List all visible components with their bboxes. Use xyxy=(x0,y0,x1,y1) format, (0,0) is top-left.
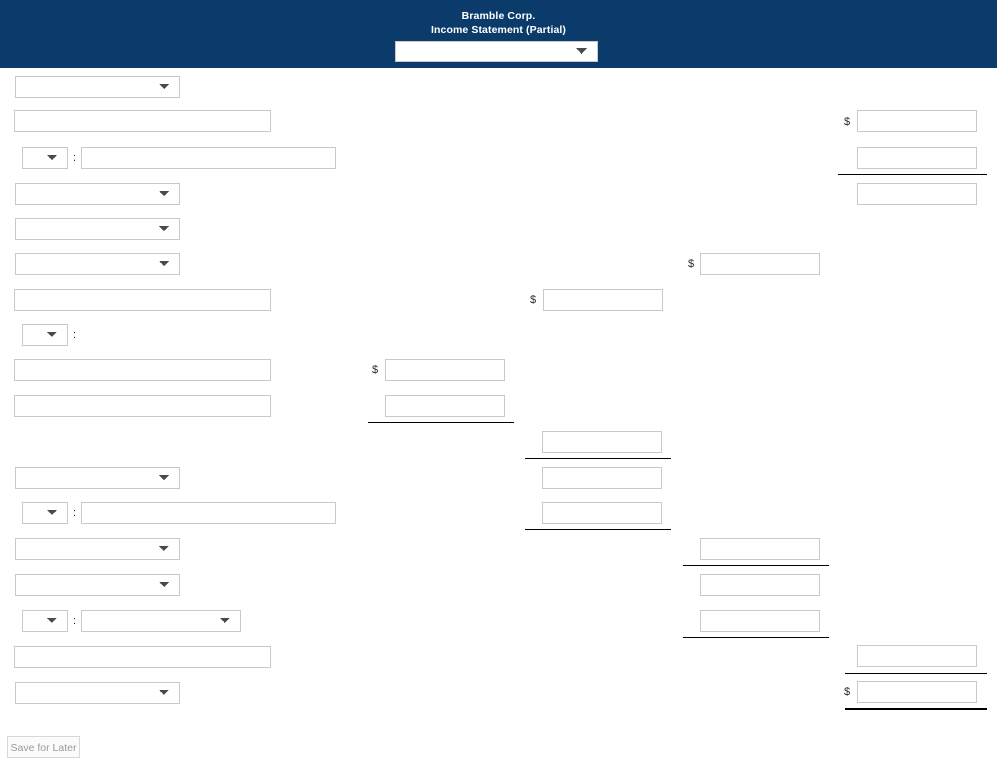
row-14-account-select[interactable] xyxy=(15,538,180,560)
row-12-amount-input[interactable] xyxy=(542,467,662,489)
row-3-prefix-select[interactable] xyxy=(22,147,68,169)
row-13-prefix-select[interactable] xyxy=(22,502,68,524)
row-10-amount-input[interactable] xyxy=(385,395,505,417)
row-3-detail-input[interactable] xyxy=(81,147,336,169)
period-select[interactable] xyxy=(395,41,598,62)
row-5-account-select[interactable] xyxy=(15,218,180,240)
row-18-account-select[interactable] xyxy=(15,682,180,704)
company-name: Bramble Corp. xyxy=(461,10,536,22)
row-16-prefix-select[interactable] xyxy=(22,610,68,632)
row-11-amount-input[interactable] xyxy=(542,431,662,453)
row-14-subtotal-rule xyxy=(683,565,829,566)
row-7-amount-input[interactable] xyxy=(543,289,663,311)
row-3-amount-input[interactable] xyxy=(857,147,977,169)
row-16-colon: : xyxy=(73,615,77,627)
row-18-dollar-sign: $ xyxy=(844,686,851,698)
row-18-total-rule xyxy=(845,708,987,710)
row-16-amount-input[interactable] xyxy=(700,610,820,632)
row-6-account-select[interactable] xyxy=(15,253,180,275)
row-8-colon: : xyxy=(73,329,77,341)
save-for-later-button[interactable]: Save for Later xyxy=(7,736,80,758)
row-6-amount-input[interactable] xyxy=(700,253,820,275)
row-16-subtotal-rule xyxy=(683,637,829,638)
row-13-amount-input[interactable] xyxy=(542,502,662,524)
row-18-amount-input[interactable] xyxy=(857,681,977,703)
row-10-label-input[interactable] xyxy=(14,395,271,417)
row-12-account-select[interactable] xyxy=(15,467,180,489)
row-17-label-input[interactable] xyxy=(14,646,271,668)
row-17-subtotal-rule xyxy=(845,673,987,674)
row-3-colon: : xyxy=(73,152,77,164)
row-2-label-input[interactable] xyxy=(14,110,271,132)
row-7-label-input[interactable] xyxy=(14,289,271,311)
row-4-amount-input[interactable] xyxy=(857,183,977,205)
row-9-amount-input[interactable] xyxy=(385,359,505,381)
row-13-detail-input[interactable] xyxy=(81,502,336,524)
row-4-account-select[interactable] xyxy=(15,183,180,205)
row-14-amount-input[interactable] xyxy=(700,538,820,560)
row-16-detail-select[interactable] xyxy=(81,610,241,632)
row-9-label-input[interactable] xyxy=(14,359,271,381)
row-6-dollar-sign: $ xyxy=(688,258,695,270)
row-1-account-select[interactable] xyxy=(15,76,180,98)
row-2-amount-input[interactable] xyxy=(857,110,977,132)
row-2-dollar-sign: $ xyxy=(844,116,851,128)
row-15-account-select[interactable] xyxy=(15,574,180,596)
row-10-subtotal-rule xyxy=(368,422,514,423)
row-17-amount-input[interactable] xyxy=(857,645,977,667)
row-11-subtotal-rule xyxy=(525,458,671,459)
row-7-dollar-sign: $ xyxy=(530,294,537,306)
row-15-amount-input[interactable] xyxy=(700,574,820,596)
statement-title: Income Statement (Partial) xyxy=(430,24,567,36)
row-8-prefix-select[interactable] xyxy=(22,324,68,346)
row-9-dollar-sign: $ xyxy=(372,364,379,376)
row-13-colon: : xyxy=(73,507,77,519)
row-13-subtotal-rule xyxy=(525,529,671,530)
row-3-subtotal-rule xyxy=(838,174,987,175)
